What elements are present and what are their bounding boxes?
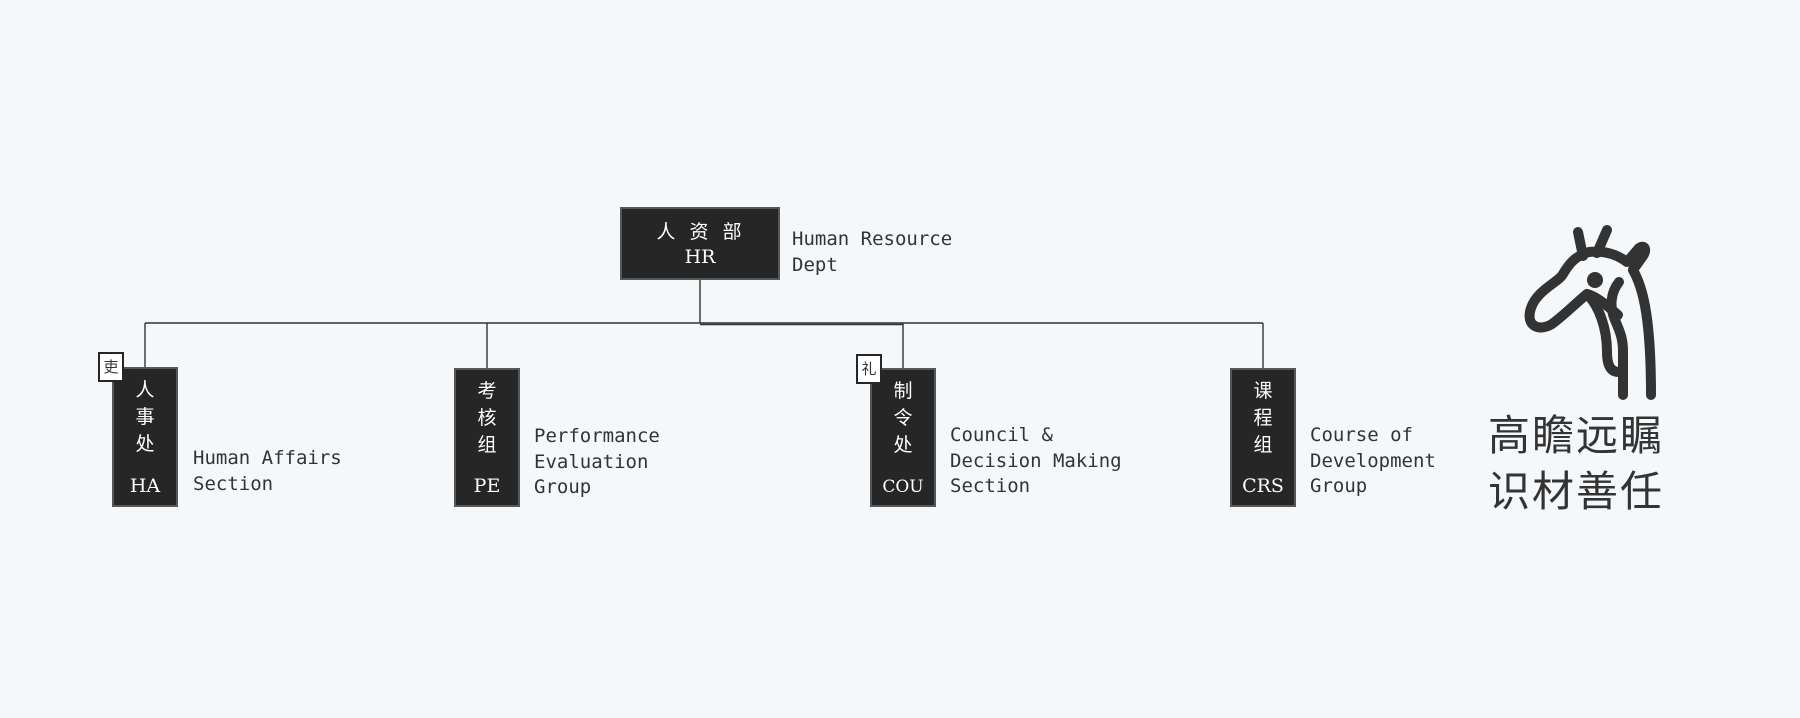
giraffe-icon <box>1524 225 1656 400</box>
section-cou-description: Council & Decision Making Section <box>950 424 1122 497</box>
section-ha-description: Human Affairs Section <box>193 447 342 495</box>
seal-stamp-cou: 礼 <box>856 354 882 384</box>
motto-line-1: 高瞻远瞩 <box>1488 411 1665 460</box>
section-pe-description: Performance Evaluation Group <box>534 425 660 498</box>
motto-line-2: 识材善任 <box>1488 467 1665 516</box>
root-node-hr: 人资部 HR <box>620 207 780 280</box>
section-ha-name-cn: 人事处 <box>135 379 155 455</box>
section-crs-description: Course of Development Group <box>1310 424 1436 497</box>
section-cou-name-cn: 制令处 <box>893 380 913 456</box>
section-node-ha: 人事处 HA <box>112 367 178 507</box>
section-ha-code: HA <box>129 475 161 497</box>
seal-stamp-ha: 吏 <box>98 352 124 382</box>
section-node-crs: 课程组 CRS <box>1230 368 1296 507</box>
root-name-cn: 人资部 <box>656 221 756 243</box>
motto: 高瞻远瞩 识材善任 <box>1488 408 1698 520</box>
section-node-cou: 制令处 COU <box>870 368 936 507</box>
root-code: HR <box>684 246 716 268</box>
section-pe-name-cn: 考核组 <box>477 380 497 456</box>
section-crs-code: CRS <box>1242 475 1284 497</box>
root-description: Human Resource Dept <box>792 228 953 276</box>
section-pe-code: PE <box>473 475 501 497</box>
section-crs-name-cn: 课程组 <box>1253 380 1273 456</box>
section-cou-code: COU <box>882 477 924 497</box>
section-node-pe: 考核组 PE <box>454 368 520 507</box>
